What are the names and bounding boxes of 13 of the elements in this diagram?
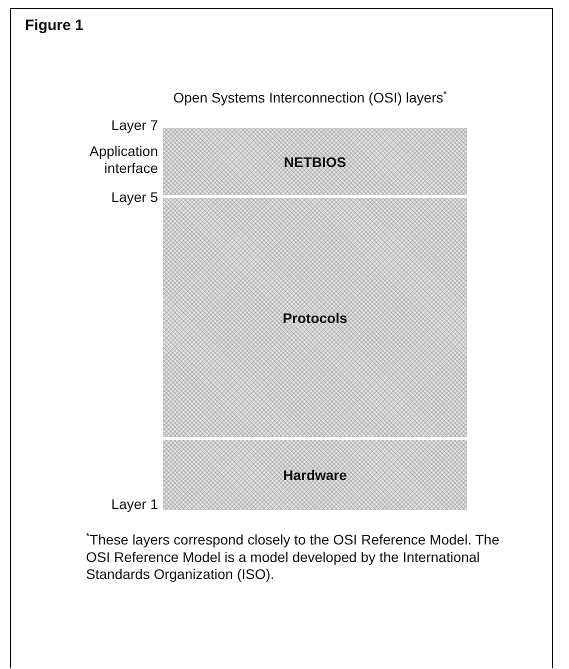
layer-band	[163, 440, 467, 510]
figure-title: Figure 1	[25, 17, 84, 34]
layer-label: Application interface	[88, 143, 158, 177]
layer-label: Layer 1	[110, 496, 158, 513]
diagram-heading: Open Systems Interconnection (OSI) layers$^{*}$	[172, 88, 448, 107]
layer-band	[163, 128, 467, 195]
layer-band	[163, 198, 467, 437]
layer-name: NETBIOS	[284, 154, 346, 170]
footnote: $^{*}$These layers correspond closely to the OSI Reference Model. The OSI Reference Model is a model developed by the International Standards Organization (ISO).	[86, 530, 500, 583]
layer-name: Hardware	[283, 467, 347, 483]
layer-label: Layer 5	[110, 189, 158, 206]
layer-label: Layer 7	[110, 117, 158, 134]
layer-name: Protocols	[282, 310, 348, 326]
